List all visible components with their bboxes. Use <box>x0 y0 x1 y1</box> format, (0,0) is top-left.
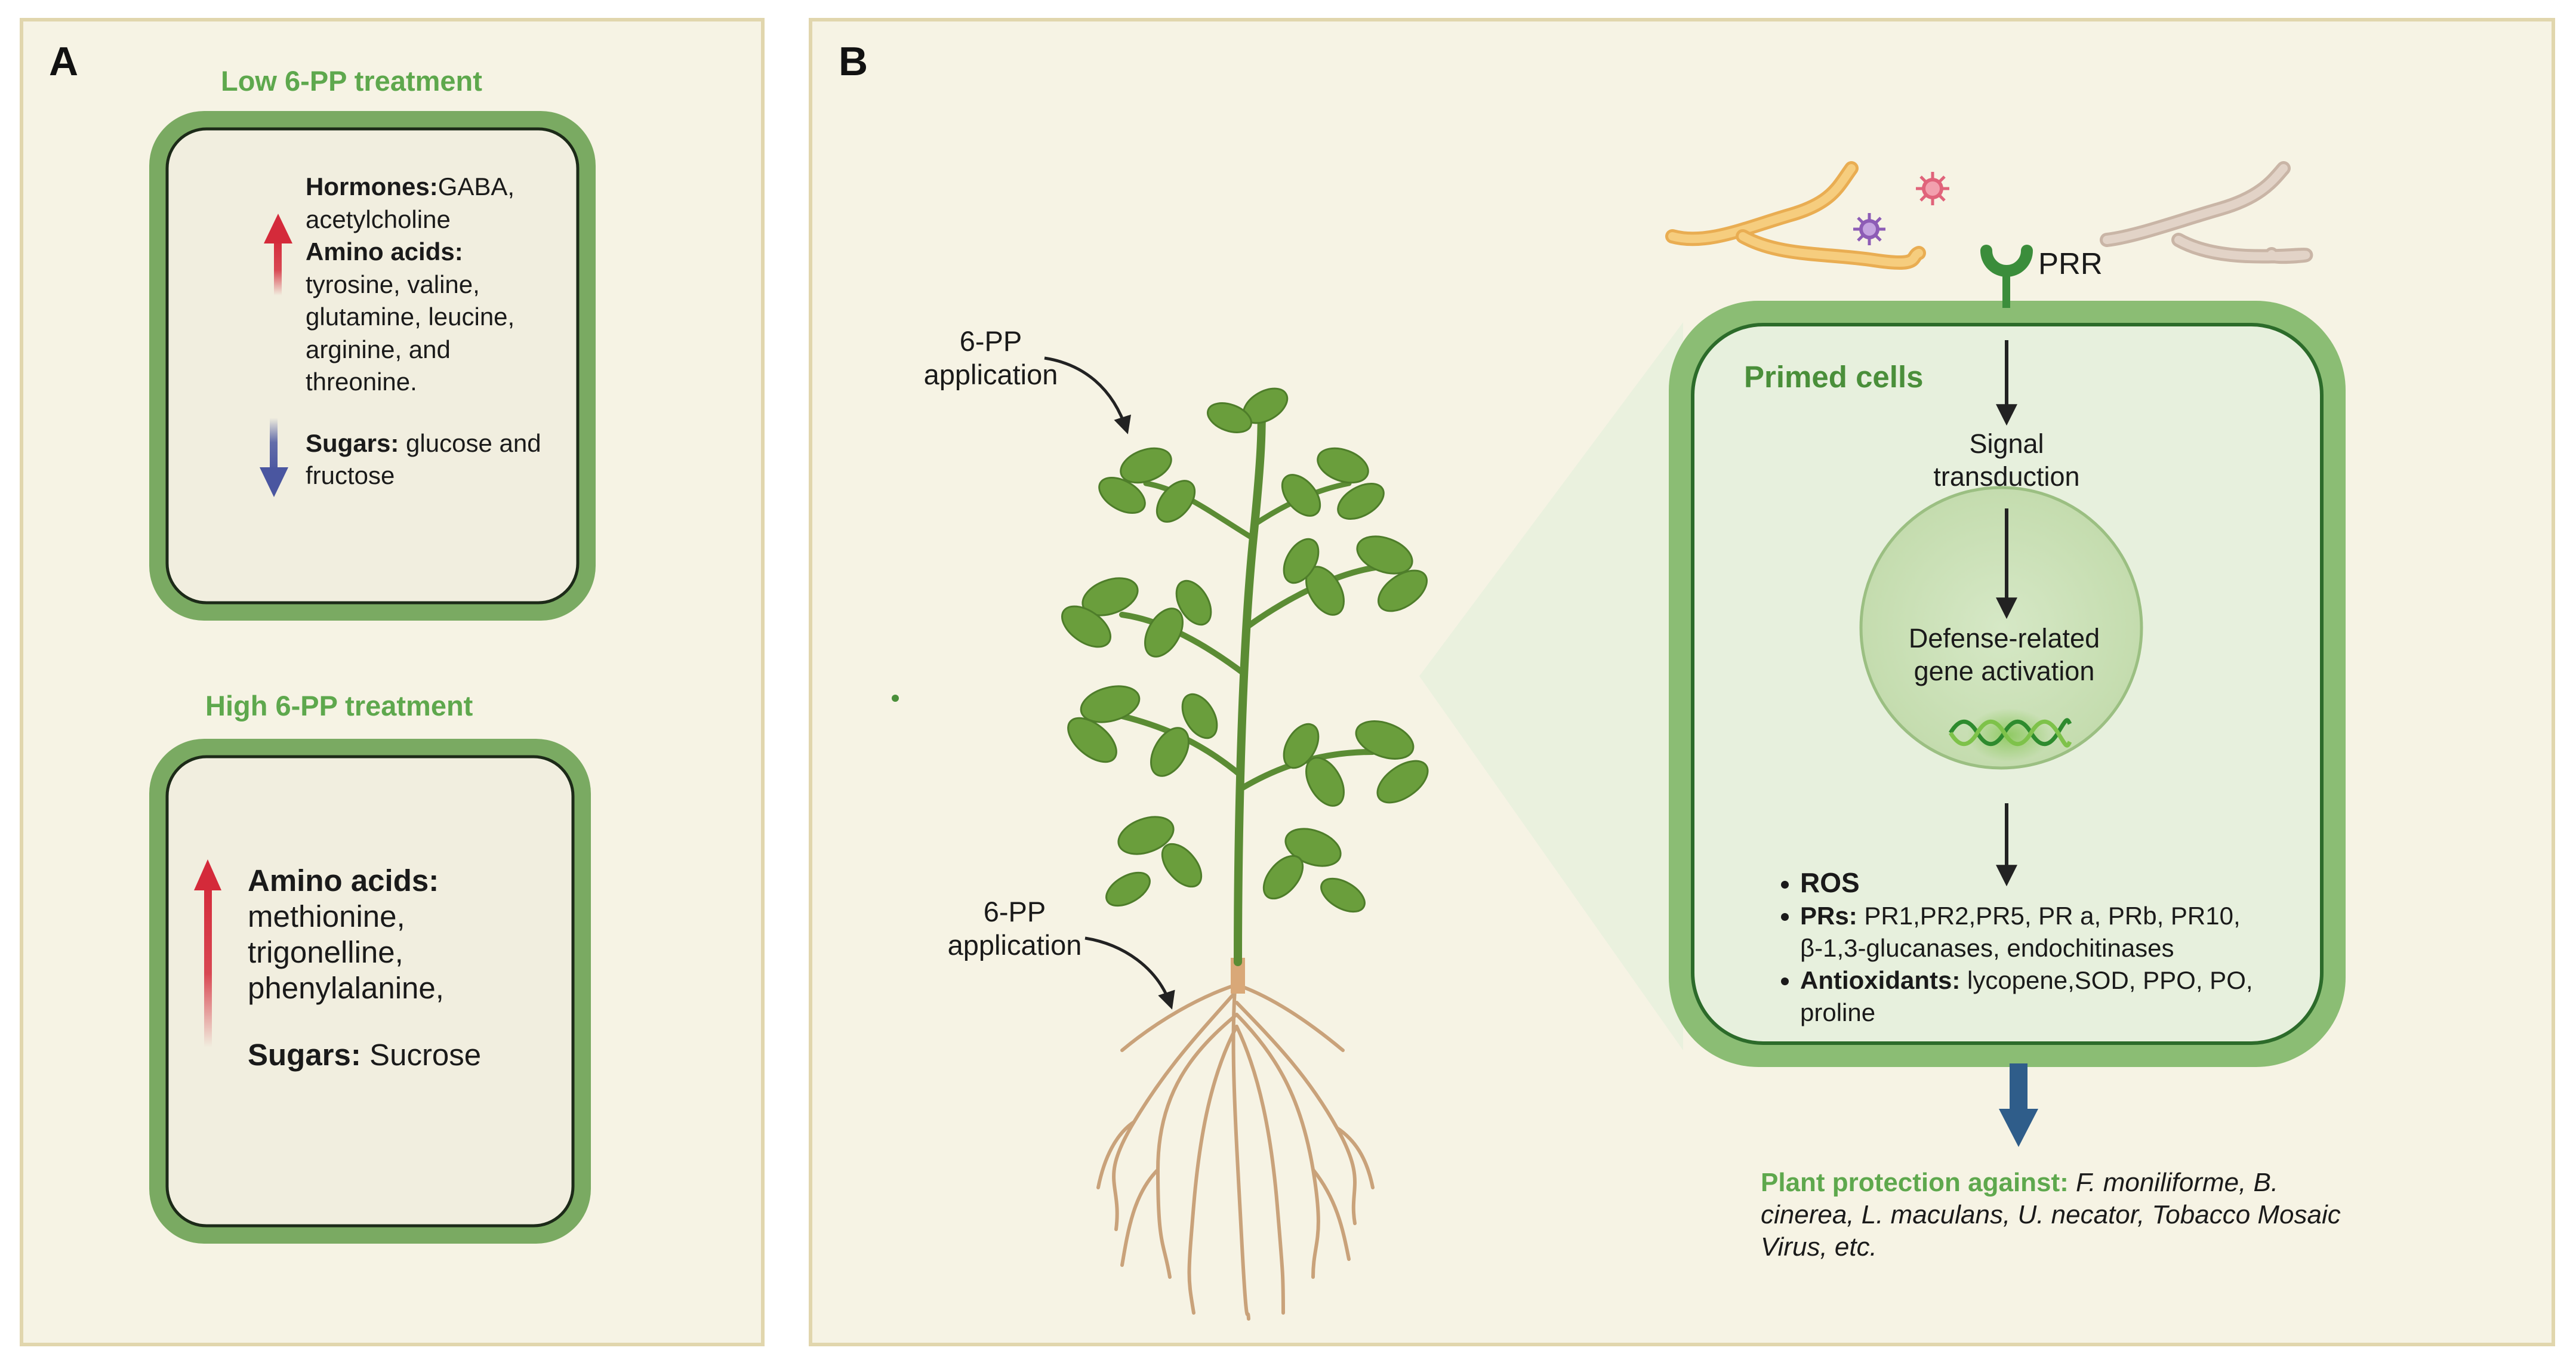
prr-stem <box>2002 270 2010 308</box>
sugars-text: Sucrose <box>360 1038 482 1072</box>
defense-text: Defense-related gene activation <box>1908 623 2100 686</box>
sugars-label: Sugars: <box>248 1038 361 1072</box>
protection-text: Plant protection against: F. moniliforme… <box>1761 1167 2358 1263</box>
increase-arrow-icon <box>264 214 292 295</box>
virus-icon <box>1916 172 1949 205</box>
protection-label: Plant protection against: <box>1761 1168 2069 1197</box>
application-arrow-top <box>1044 356 1131 434</box>
application-label-top: 6-PP application <box>923 325 1058 390</box>
protection-targets: F. moniliforme, B. cinerea, L. maculans,… <box>1761 1168 2341 1262</box>
application-label-bottom: 6-PP application <box>947 896 1082 961</box>
high-treatment-text: Amino acids: methionine, trigonelline, p… <box>248 863 546 1073</box>
nucleus <box>1859 486 2143 770</box>
hormones-text: GABA, acetylcholine <box>306 172 515 233</box>
fungal-hypha-icon <box>1665 161 1926 270</box>
hormones-label: Hormones: <box>306 172 438 201</box>
amino-text: tyrosine, valine, glutamine, leucine, ar… <box>306 270 515 396</box>
protection-arrow-icon <box>1999 1063 2038 1147</box>
low-treatment-text: Hormones:GABA, acetylcholine Amino acids… <box>306 171 556 492</box>
prs-item: PRs: PR1,PR2,PR5, PR a, PRb, PR10, β-1,3… <box>1800 900 2292 964</box>
prr-label: PRR <box>2038 246 2103 280</box>
dna-helix-icon <box>1948 718 2072 748</box>
sugars-label: Sugars: <box>306 428 399 457</box>
tomato-plant-icon <box>1061 387 1429 1321</box>
decrease-arrow-icon <box>260 418 288 497</box>
stray-dot <box>892 695 899 702</box>
amino-text: methionine, trigonelline, phenylalanine, <box>248 899 444 1005</box>
high-treatment-title: High 6-PP treatment <box>205 690 473 721</box>
zoom-cone <box>1419 322 1683 1050</box>
high-box <box>165 755 575 1228</box>
low-treatment-title: Low 6-PP treatment <box>221 65 482 97</box>
virus-icon <box>1853 213 1885 245</box>
outcome-list: ROS PRs: PR1,PR2,PR5, PR a, PRb, PR10, β… <box>1767 867 2292 1029</box>
sugars-text: glucose and fructose <box>306 428 541 490</box>
amino-label: Amino acids: <box>306 238 463 266</box>
application-arrow-bottom <box>1084 936 1175 1010</box>
ros-item: ROS <box>1800 867 2292 900</box>
fungal-hypha-icon <box>2100 161 2313 264</box>
panel-b-label: B <box>839 39 868 84</box>
signal-transduction-text: Signal transduction <box>1933 428 2080 492</box>
antioxidants-item: Antioxidants: lycopene,SOD, PPO, PO, pro… <box>1800 964 2292 1029</box>
increase-arrow-icon <box>194 859 221 1047</box>
panel-a-label: A <box>49 39 79 84</box>
amino-label: Amino acids: <box>248 864 439 898</box>
primed-cells-title: Primed cells <box>1744 360 1924 394</box>
